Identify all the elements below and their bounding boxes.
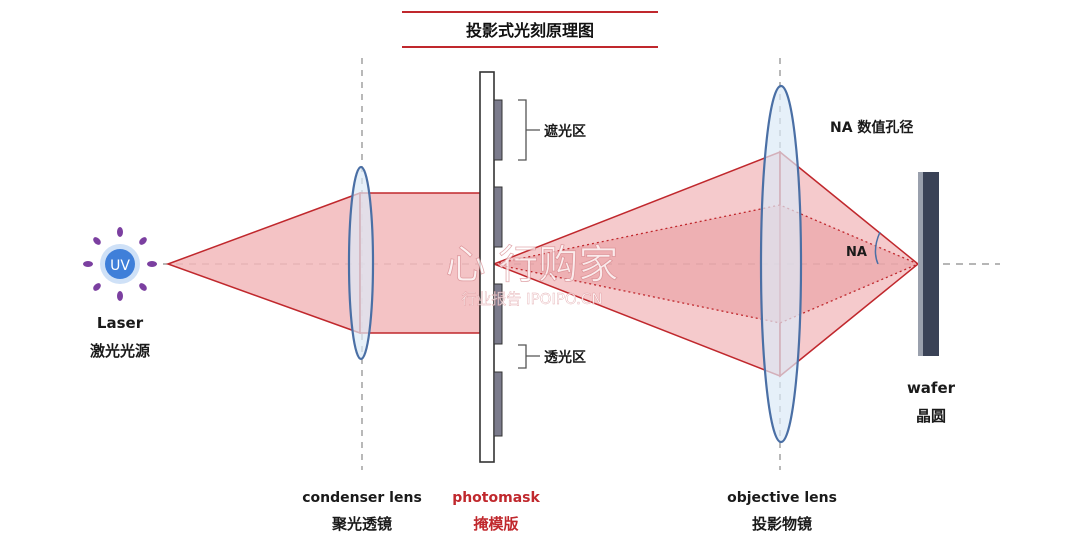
uv-icon-text: UV xyxy=(110,258,130,274)
na-angle-arc xyxy=(874,231,881,265)
wafer xyxy=(923,172,939,356)
objective-label-zh: 投影物镜 xyxy=(752,515,812,533)
transparent-zone-label: 透光区 xyxy=(544,349,586,366)
source-label-en: Laser xyxy=(97,314,144,332)
title-block: 投影式光刻原理图 xyxy=(402,11,658,48)
photomask-substrate xyxy=(479,71,495,463)
watermark-subtitle: 行业报告 IPOIPO.CN xyxy=(461,290,602,308)
opaque-zone-bracket xyxy=(518,99,540,161)
uv-rays-icon xyxy=(83,227,157,301)
objective-lens xyxy=(759,84,803,444)
wafer-label-zh: 晶圆 xyxy=(916,407,946,425)
wafer-edge xyxy=(918,172,923,356)
na-angle-label: NA xyxy=(846,245,867,260)
condenser-label-zh: 聚光透镜 xyxy=(331,515,392,533)
mask-opaque-block xyxy=(493,283,503,345)
mask-opaque-block xyxy=(493,371,503,437)
condenser-lens xyxy=(347,165,375,361)
watermark-logo: 心 行购家 xyxy=(446,242,619,288)
objective-label-en: objective lens xyxy=(727,490,837,506)
numerical-aperture-label: NA 数值孔径 xyxy=(830,119,913,136)
beam-inner-cone xyxy=(493,204,920,324)
watermark: 心 行购家 行业报告 IPOIPO.CN xyxy=(445,242,619,309)
photomask-pattern xyxy=(493,99,503,437)
mask-opaque-block xyxy=(493,186,503,248)
opaque-zone-label: 遮光区 xyxy=(544,123,586,140)
diagram-title: 投影式光刻原理图 xyxy=(466,21,594,40)
uv-source-icon: UV xyxy=(83,227,157,301)
uv-core xyxy=(105,249,135,279)
transparent-zone-bracket xyxy=(518,344,540,369)
beam-diverging xyxy=(165,191,361,335)
photomask-label-zh: 掩模版 xyxy=(473,515,518,533)
photomask-label-en: photomask xyxy=(452,490,540,506)
wafer-label-en: wafer xyxy=(907,379,956,397)
condenser-label-en: condenser lens xyxy=(302,490,422,506)
source-label-zh: 激光光源 xyxy=(90,342,150,360)
mask-opaque-block xyxy=(493,99,503,161)
